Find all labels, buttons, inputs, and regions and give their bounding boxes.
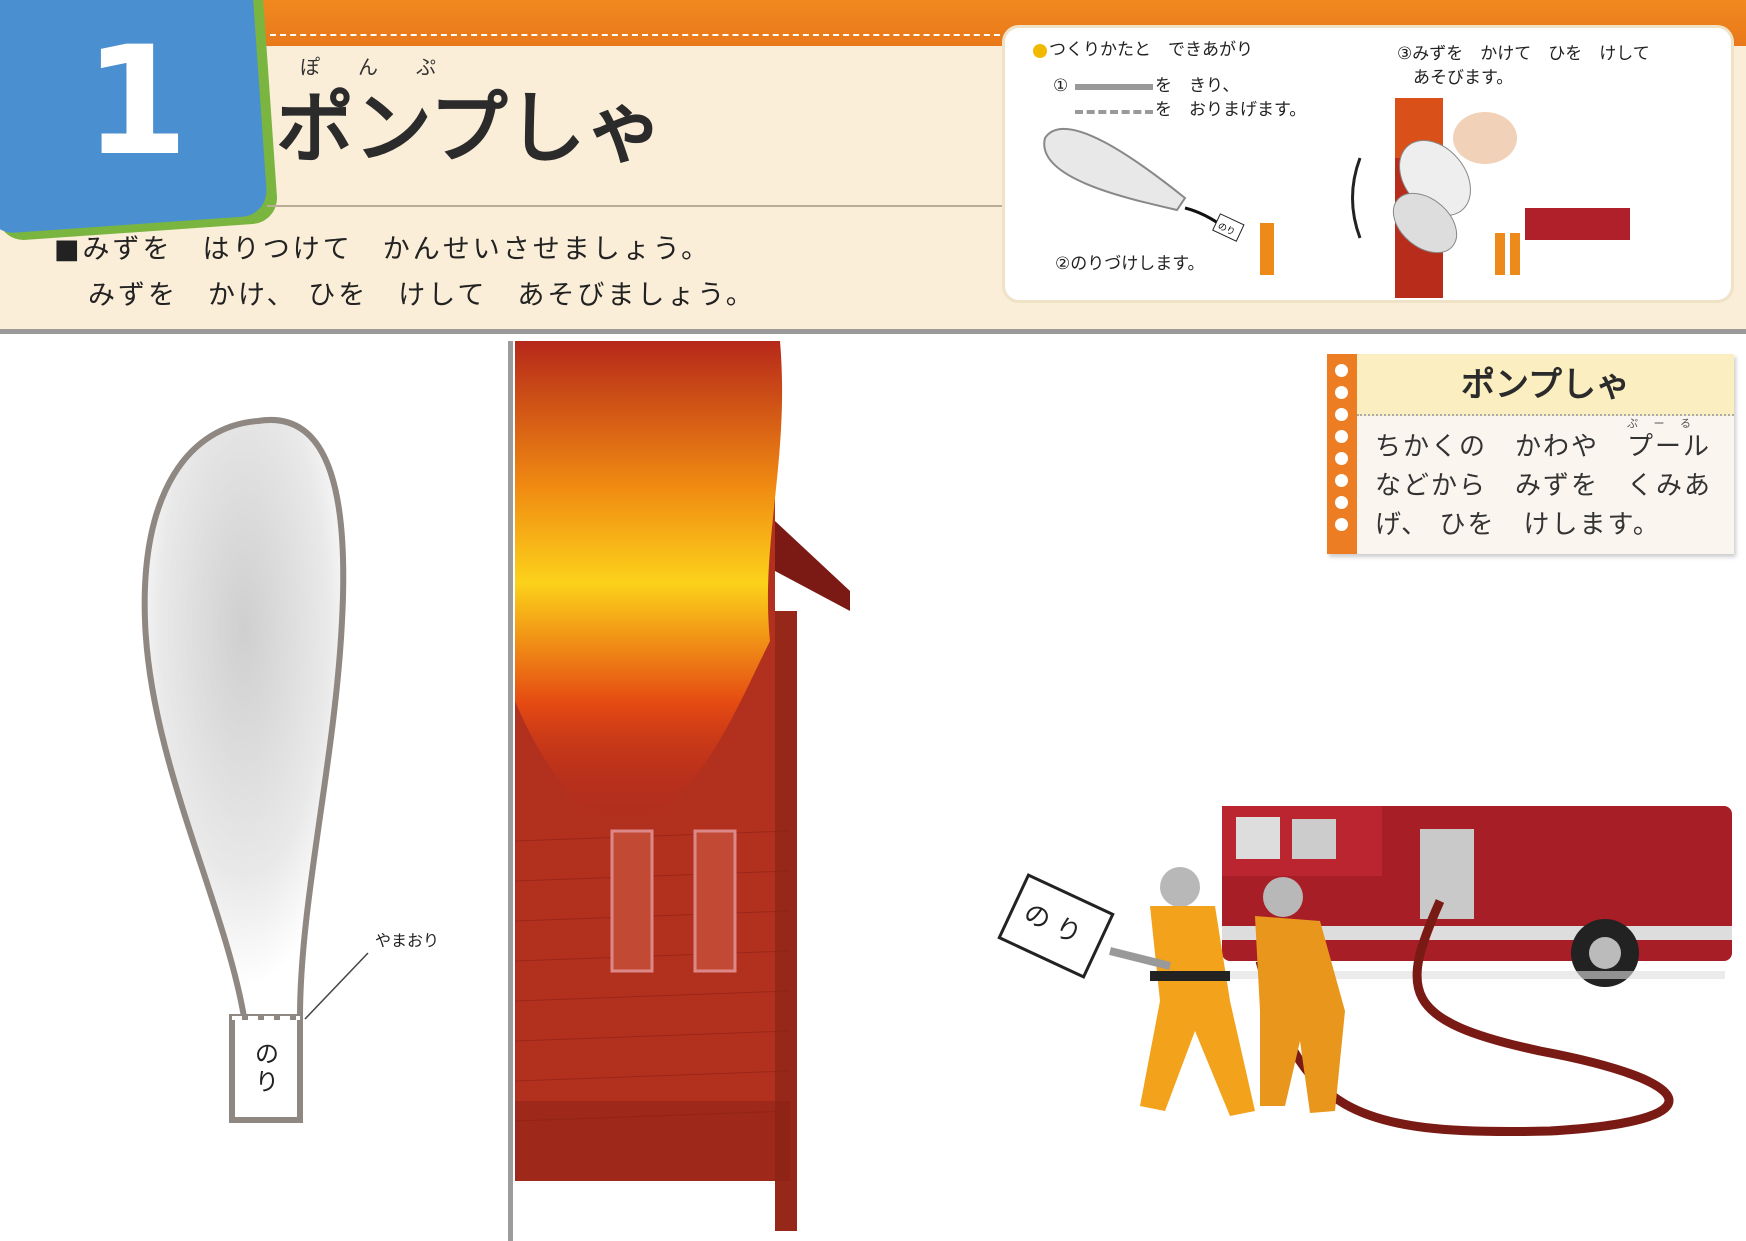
step1-fold: を おりまげます。 bbox=[1155, 100, 1307, 120]
step1-cut: を きり、 bbox=[1155, 76, 1240, 96]
step3-line-1: ③みずを かけて ひを けして bbox=[1397, 44, 1650, 64]
fire-truck bbox=[1222, 806, 1732, 987]
pump-panel bbox=[1420, 829, 1474, 919]
lesson-number: 1 bbox=[84, 15, 189, 189]
card-line-2: などから みずを くみあ bbox=[1375, 471, 1713, 501]
bullet-icon bbox=[1033, 44, 1047, 58]
card-ruby: ぷ ー る bbox=[1627, 417, 1697, 430]
fire-flames bbox=[515, 341, 783, 825]
glue-tab bbox=[229, 1014, 303, 1123]
worksheet-illustrations bbox=[141, 341, 1732, 1231]
swing-arrow-icon bbox=[1351, 157, 1362, 239]
mini-nori-sign: のり bbox=[1212, 213, 1245, 242]
howto-illustrations: のり bbox=[1043, 98, 1630, 298]
card-title: ポンプしゃ bbox=[1357, 354, 1734, 416]
instruction-line-2: みずを かけ、 ひを けして あそびましょう。 bbox=[88, 280, 756, 311]
building-window bbox=[693, 829, 737, 973]
howto-heading: つくりかたと できあがり bbox=[1049, 40, 1253, 60]
step1-marker: ① bbox=[1053, 76, 1069, 96]
fold-line-sample bbox=[1075, 110, 1153, 114]
step2-text: ②のりづけします。 bbox=[1055, 254, 1205, 274]
title-ruby: ぽんぷ bbox=[300, 55, 474, 79]
card-line-1: ちかくの かわや プール bbox=[1375, 432, 1712, 462]
firefighters bbox=[1109, 867, 1345, 1116]
page-divider bbox=[508, 341, 513, 1241]
fold-leader-line bbox=[304, 952, 369, 1020]
water-cutout bbox=[141, 416, 347, 1020]
info-card: ポンプしゃ ぷ ー る ちかくの かわや プール などから みずを くみあ げ、… bbox=[1327, 354, 1734, 554]
water-piece-mini bbox=[1043, 127, 1187, 212]
glue-label: のり bbox=[255, 1040, 279, 1096]
cut-line-sample bbox=[1075, 84, 1153, 90]
card-spine bbox=[1327, 354, 1357, 554]
header-band: 1 ぽんぷ ポンプしゃ ■みずを はりつけて かんせいさせましょう。 みずを か… bbox=[0, 0, 1746, 334]
building-window bbox=[610, 829, 654, 973]
mini-firefighter bbox=[1260, 223, 1274, 275]
card-line-3: げ、 ひを けします。 bbox=[1375, 510, 1661, 540]
hand-image bbox=[1453, 112, 1517, 164]
howto-panel: つくりかたと できあがり ① を きり、 を おりまげます。 ②のりづけします。… bbox=[1005, 28, 1731, 300]
instruction-line-1: ■みずを はりつけて かんせいさせましょう。 bbox=[54, 234, 712, 265]
step3-line-2: あそびます。 bbox=[1413, 68, 1514, 88]
mini-fire-truck bbox=[1525, 208, 1630, 240]
building-roof bbox=[775, 521, 850, 611]
fold-label: やまおり bbox=[375, 931, 440, 950]
page-title: ポンプしゃ bbox=[276, 84, 664, 174]
title-separator bbox=[267, 205, 1002, 207]
dashed-line bbox=[270, 34, 1010, 36]
